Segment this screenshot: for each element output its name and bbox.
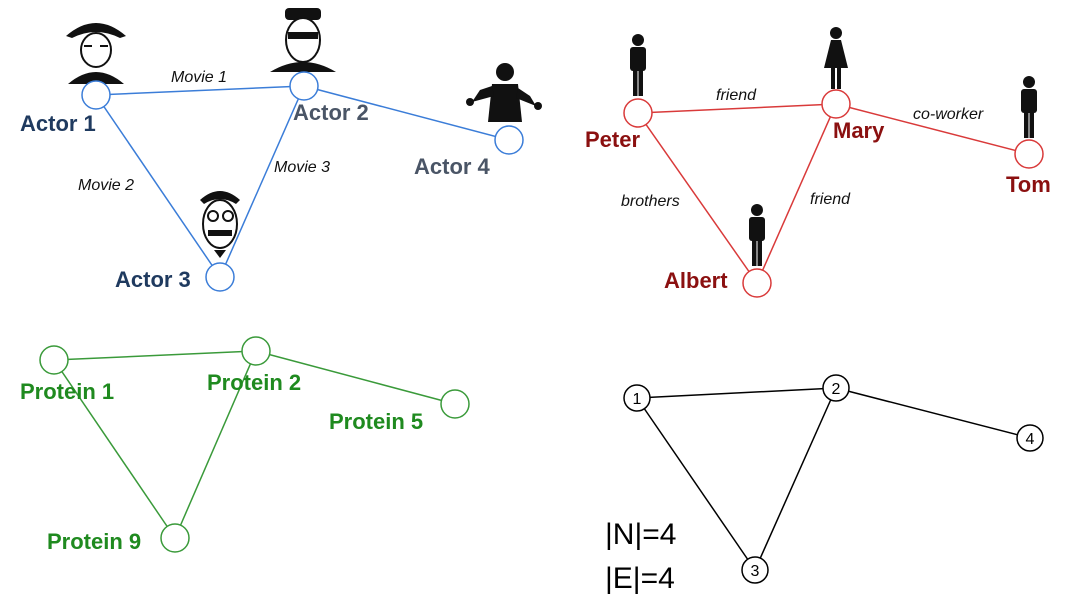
- mary-label: Mary: [833, 118, 885, 143]
- node-peter[interactable]: [623, 98, 653, 128]
- node-protein-2[interactable]: [241, 336, 271, 366]
- edge-actor1-actor2: [95, 85, 305, 96]
- peter-person-icon: [630, 34, 646, 96]
- node-tom[interactable]: [1014, 139, 1044, 169]
- node-actor-4[interactable]: [494, 125, 524, 155]
- edge-peter-mary: [637, 103, 837, 114]
- edge-label-co-worker: co-worker: [913, 106, 984, 123]
- edge-label-movie-1: Movie 1: [171, 69, 227, 86]
- node-3-label: 3: [751, 563, 760, 580]
- tom-person-icon: [1021, 76, 1037, 138]
- node-count-label: |N|=4: [605, 518, 676, 551]
- edge-actor1-actor3: [95, 94, 221, 278]
- edge-2-4: [835, 387, 1031, 439]
- edge-protein1-protein9: [53, 359, 176, 539]
- edge-label-friend-peter-mary: friend: [716, 87, 757, 104]
- protein-2-label: Protein 2: [207, 370, 301, 395]
- node-protein-9[interactable]: [160, 523, 190, 553]
- edge-label-movie-3: Movie 3: [274, 159, 330, 176]
- actor4-portrait-icon: [466, 63, 542, 122]
- protein-5-label: Protein 5: [329, 409, 423, 434]
- edge-protein2-protein5: [255, 350, 456, 405]
- edge-mary-tom: [835, 103, 1030, 155]
- node-actor-1[interactable]: [81, 80, 111, 110]
- actor-3-label: Actor 3: [115, 267, 191, 292]
- abstract-graph: 1 2 3 4 |N|=4 |E|=4: [605, 374, 1044, 595]
- edge-protein2-protein9: [174, 350, 257, 539]
- edge-1-3: [636, 397, 756, 571]
- node-4[interactable]: [1016, 424, 1044, 452]
- albert-person-icon: [749, 204, 765, 266]
- edge-mary-albert: [756, 103, 837, 284]
- node-2[interactable]: [822, 374, 850, 402]
- actor-4-label: Actor 4: [414, 154, 491, 179]
- edge-protein1-protein2: [53, 350, 257, 361]
- node-albert[interactable]: [742, 268, 772, 298]
- protein-9-label: Protein 9: [47, 529, 141, 554]
- node-actor-2[interactable]: [289, 71, 319, 101]
- node-1[interactable]: [623, 384, 651, 412]
- protein-1-label: Protein 1: [20, 379, 114, 404]
- node-4-label: 4: [1026, 431, 1035, 448]
- node-protein-1[interactable]: [39, 345, 69, 375]
- peter-label: Peter: [585, 127, 640, 152]
- node-1-label: 1: [633, 391, 642, 408]
- edge-peter-albert: [637, 112, 758, 284]
- node-actor-3[interactable]: [205, 262, 235, 292]
- actor2-portrait-icon: [270, 8, 336, 72]
- edge-label-movie-2: Movie 2: [78, 177, 134, 194]
- edge-label-friend-mary-albert: friend: [810, 191, 851, 208]
- edge-count-label: |E|=4: [605, 562, 675, 595]
- edge-2-3: [754, 387, 837, 571]
- actor-1-label: Actor 1: [20, 111, 96, 136]
- edge-actor2-actor3: [219, 85, 305, 278]
- tom-label: Tom: [1006, 172, 1051, 197]
- edge-1-2: [636, 387, 837, 399]
- actor1-portrait-icon: [66, 23, 126, 84]
- albert-label: Albert: [664, 268, 728, 293]
- social-network: Peter Mary Albert Tom friend brothers fr…: [585, 27, 1051, 298]
- node-mary[interactable]: [821, 89, 851, 119]
- mary-person-icon: [824, 27, 848, 89]
- edge-actor2-actor4: [303, 85, 510, 141]
- node-protein-5[interactable]: [440, 389, 470, 419]
- node-3[interactable]: [741, 556, 769, 584]
- actor3-portrait-icon: [200, 191, 240, 258]
- actor-network: Actor 1 Actor 2 Actor 3 Actor 4 Movie 1 …: [20, 8, 542, 292]
- protein-network: Protein 1 Protein 2 Protein 5 Protein 9: [20, 336, 470, 554]
- edge-label-brothers: brothers: [621, 193, 680, 210]
- actor-2-label: Actor 2: [293, 100, 369, 125]
- node-2-label: 2: [832, 381, 841, 398]
